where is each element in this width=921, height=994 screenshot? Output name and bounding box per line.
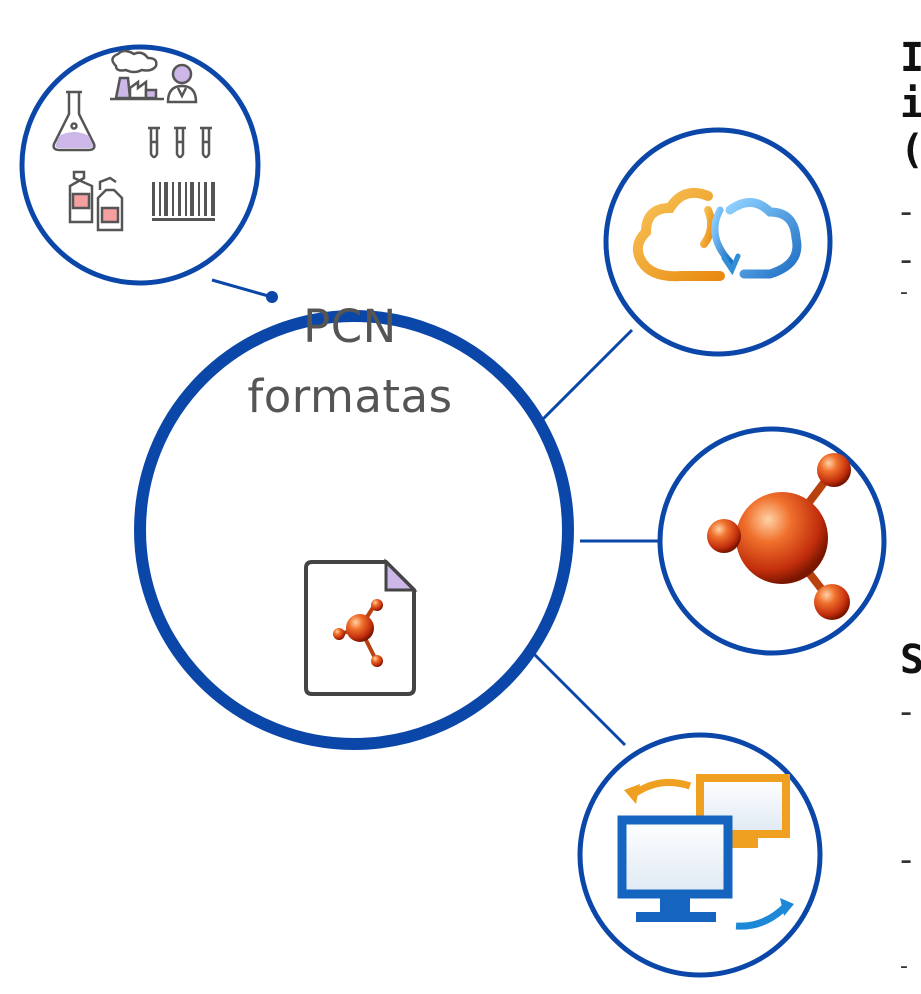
computer-transfer-icon (617, 774, 794, 930)
connector-bottom-right (520, 640, 627, 747)
side-heading-1-line3: ( (900, 126, 921, 174)
chemical-file-icon (304, 558, 418, 696)
molecule-node (657, 426, 887, 656)
side-dash-top-3: - (900, 280, 908, 305)
scientist-icon (166, 63, 198, 104)
computer-transfer-node (577, 732, 823, 978)
factory-icon (110, 49, 164, 101)
side-heading-1-line1: I (900, 35, 921, 81)
side-dash-bottom-3: - (900, 954, 908, 979)
cloud-sync-icon (632, 188, 802, 282)
side-heading-1-line2: i (900, 81, 921, 127)
cloud-sync-node (603, 127, 833, 357)
flask-icon (52, 90, 96, 152)
pcn-format-node (134, 310, 574, 750)
side-dash-top-2: - (900, 240, 913, 280)
center-label-line1: PCN (303, 300, 397, 353)
side-heading-2: S (900, 637, 921, 683)
chemicals-industry-node (19, 44, 261, 286)
connector-top-left (211, 278, 273, 299)
side-dash-top-1: - (900, 192, 913, 232)
hazard-bottles-icon (68, 170, 124, 232)
test-tubes-icon (148, 126, 212, 159)
side-dash-bottom-2: - (900, 840, 913, 880)
barcode-icon (152, 182, 215, 221)
side-dash-bottom-1: - (900, 692, 913, 732)
connector-dot (266, 291, 278, 303)
center-label-line2: formatas (247, 370, 453, 423)
center-label: PCN formatas (180, 292, 520, 432)
molecule-icon (707, 453, 851, 620)
